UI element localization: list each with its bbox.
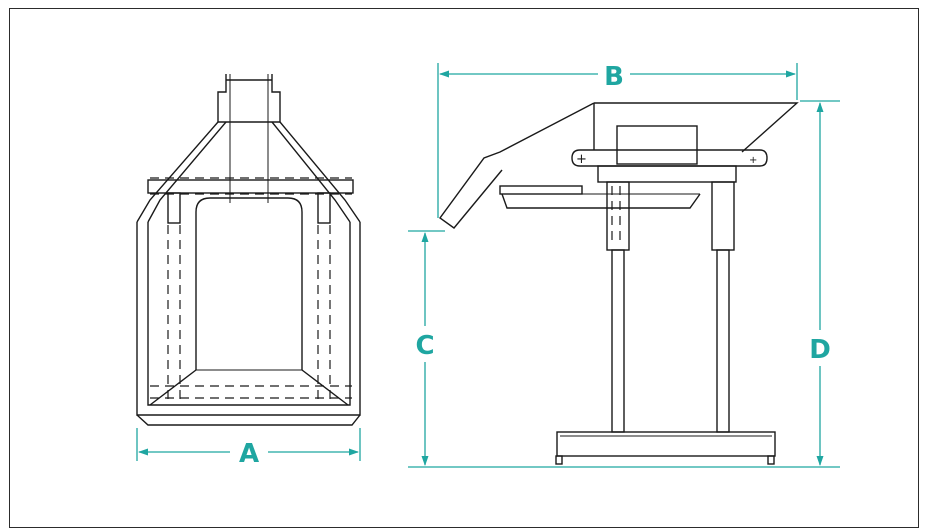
front-frame-inner <box>147 222 351 406</box>
side-base-plate <box>556 431 776 457</box>
front-view <box>136 74 361 426</box>
dimension-c: C <box>408 230 445 466</box>
front-hopper-left <box>136 121 227 223</box>
front-cross-plate <box>147 179 354 194</box>
front-base <box>136 414 361 426</box>
dimension-a-label: A <box>239 439 259 469</box>
dimension-d: D <box>800 100 840 466</box>
dimension-b: B <box>437 62 798 218</box>
side-leg-rear-lower <box>716 249 730 433</box>
side-tray <box>499 185 583 195</box>
side-leg-rear-upper <box>711 181 735 251</box>
front-opening <box>195 197 303 370</box>
side-mount-bar <box>571 149 768 167</box>
svg-text:+: + <box>749 155 757 166</box>
front-frame-outer <box>136 222 361 416</box>
dimension-d-label: D <box>809 335 831 365</box>
svg-text:+: + <box>576 152 587 167</box>
front-bottom-funnel <box>149 369 349 406</box>
front-hopper-right <box>271 121 361 223</box>
side-feed-chute <box>439 102 595 229</box>
side-leg-front-lower <box>611 249 625 433</box>
control-panel <box>616 125 698 165</box>
front-top-chute <box>217 74 281 122</box>
side-foot-right <box>767 455 775 465</box>
dimension-c-label: C <box>415 331 434 361</box>
dimension-b-label: B <box>604 62 624 92</box>
dimension-a: A <box>136 428 361 469</box>
side-top-hopper <box>594 102 799 153</box>
technical-drawing: + + A B <box>136 62 840 469</box>
side-leg-front-upper <box>606 181 630 251</box>
side-view: + + <box>408 102 840 468</box>
side-foot-left <box>555 455 563 465</box>
